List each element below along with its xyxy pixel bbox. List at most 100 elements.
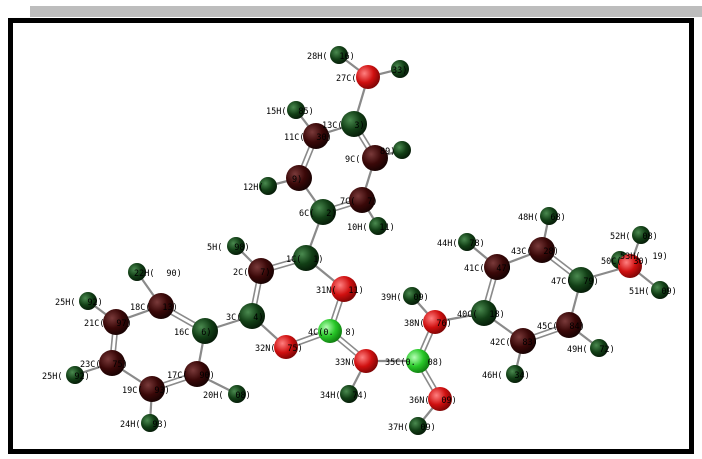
atom-10[interactable]: [369, 217, 387, 235]
atom-19[interactable]: [139, 376, 165, 402]
atom-21[interactable]: [103, 309, 129, 335]
atom-13[interactable]: [341, 111, 367, 137]
atom-label-18: 18C(: [130, 303, 150, 313]
atom-22[interactable]: [128, 263, 146, 281]
atom-label-36: 36N(: [409, 396, 429, 406]
atom-52[interactable]: [632, 226, 650, 244]
atom-label-53: 53H(: [620, 252, 640, 262]
atom-charge-13: 3): [354, 121, 364, 131]
atom-label-5: 5H(: [207, 243, 222, 253]
atom-26[interactable]: [66, 366, 84, 384]
atom-charge-53: 19): [652, 252, 667, 262]
atom-53[interactable]: [618, 254, 642, 278]
atom-11[interactable]: [303, 123, 329, 149]
atom-36[interactable]: [428, 387, 452, 411]
atom-charge-2: 7): [260, 268, 270, 278]
atom-label-25: 25H(: [55, 298, 75, 308]
atom-charge-40: 18): [489, 310, 504, 320]
atom-charge-46: 34): [514, 371, 529, 381]
atom-label-22: 22H(: [134, 269, 154, 279]
atom-4[interactable]: [318, 319, 342, 343]
atom-1[interactable]: [293, 245, 319, 271]
atom-32[interactable]: [274, 335, 298, 359]
atom-16[interactable]: [192, 318, 218, 344]
molecule-viewport[interactable]: [8, 18, 694, 454]
atom-3[interactable]: [239, 303, 265, 329]
atom-charge-51: 09): [661, 287, 676, 297]
atom-label-13: 13C(: [322, 121, 342, 131]
atom-24[interactable]: [141, 414, 159, 432]
atom-27[interactable]: [356, 65, 380, 89]
atom-41[interactable]: [484, 254, 510, 280]
atom-5[interactable]: [227, 237, 245, 255]
atom-label-44: 44H(: [437, 239, 457, 249]
atom-charge-39: 09): [413, 293, 428, 303]
atom-31[interactable]: [331, 276, 357, 302]
atom-17[interactable]: [184, 361, 210, 387]
atom-25[interactable]: [79, 292, 97, 310]
atom-12[interactable]: [259, 177, 277, 195]
atom-charge-37: 09): [420, 423, 435, 433]
atom-20[interactable]: [228, 385, 246, 403]
atom-6[interactable]: [310, 199, 336, 225]
atom-34[interactable]: [340, 385, 358, 403]
atom-charge-35: 08): [428, 358, 443, 368]
atom-charge-11: 30): [316, 133, 331, 143]
atom-label-12: 12H(: [243, 183, 263, 193]
atom-44[interactable]: [458, 233, 476, 251]
atom-charge-7: 7): [367, 197, 377, 207]
atom-label-27: 27C(: [336, 74, 356, 84]
atom-label-3: 3C(: [226, 313, 241, 323]
atom-45[interactable]: [556, 312, 582, 338]
atom-14[interactable]: [286, 165, 312, 191]
atom-charge-21: 97): [116, 319, 131, 329]
atom-label-45: 45C(: [537, 322, 557, 332]
atom-39[interactable]: [403, 287, 421, 305]
atom-48[interactable]: [540, 207, 558, 225]
atom-51[interactable]: [651, 281, 669, 299]
atom-49[interactable]: [590, 339, 608, 357]
atom-label-33: 33N(: [335, 358, 355, 368]
atom-charge-47: 79): [583, 277, 598, 287]
atom-28[interactable]: [330, 46, 348, 64]
atom-label-1: 1C(: [286, 255, 301, 265]
atom-charge-25: 92): [87, 298, 102, 308]
atom-37[interactable]: [409, 417, 427, 435]
atom-charge-4: 8): [346, 328, 356, 338]
atom-2[interactable]: [248, 258, 274, 284]
atom-18[interactable]: [148, 293, 174, 319]
atom-label-32: 32N(: [255, 344, 275, 354]
atom-46[interactable]: [506, 365, 524, 383]
atom-29[interactable]: [391, 60, 409, 78]
atom-label-2: 2C(: [233, 268, 248, 278]
atom-7[interactable]: [349, 187, 375, 213]
atom-23[interactable]: [99, 350, 125, 376]
atom-charge-48: 68): [550, 213, 565, 223]
atom-charge-18: 13): [162, 303, 177, 313]
atom-label-49: 49H(: [567, 345, 587, 355]
atom-charge-44: 78): [469, 239, 484, 249]
atom-charge-29: 33): [392, 66, 407, 76]
atom-38[interactable]: [423, 310, 447, 334]
atom-charge-45: 84): [569, 322, 584, 332]
atom-33[interactable]: [354, 349, 378, 373]
atom-label-47: 47C(: [551, 277, 571, 287]
atom-8[interactable]: [393, 141, 411, 159]
atom-label-6: 6C(: [299, 209, 314, 219]
atom-charge-38: 76): [436, 319, 451, 329]
atom-charge-1: 1): [313, 255, 323, 265]
atom-charge-8: 89): [380, 147, 395, 157]
atom-label-16: 16C: [174, 328, 189, 338]
atom-35[interactable]: [406, 349, 430, 373]
atom-40[interactable]: [471, 300, 497, 326]
atom-43[interactable]: [529, 237, 555, 263]
atom-label-21: 21C(: [84, 319, 104, 329]
atom-42[interactable]: [510, 328, 536, 354]
atom-charge-26: 92): [74, 372, 89, 382]
atom-47[interactable]: [568, 267, 594, 293]
atom-label-48: 48H(: [518, 213, 538, 223]
atom-15[interactable]: [287, 101, 305, 119]
atom-label-35: 35C(0.: [385, 358, 416, 368]
atom-charge-3: 4): [253, 313, 263, 323]
atom-9[interactable]: [362, 145, 388, 171]
